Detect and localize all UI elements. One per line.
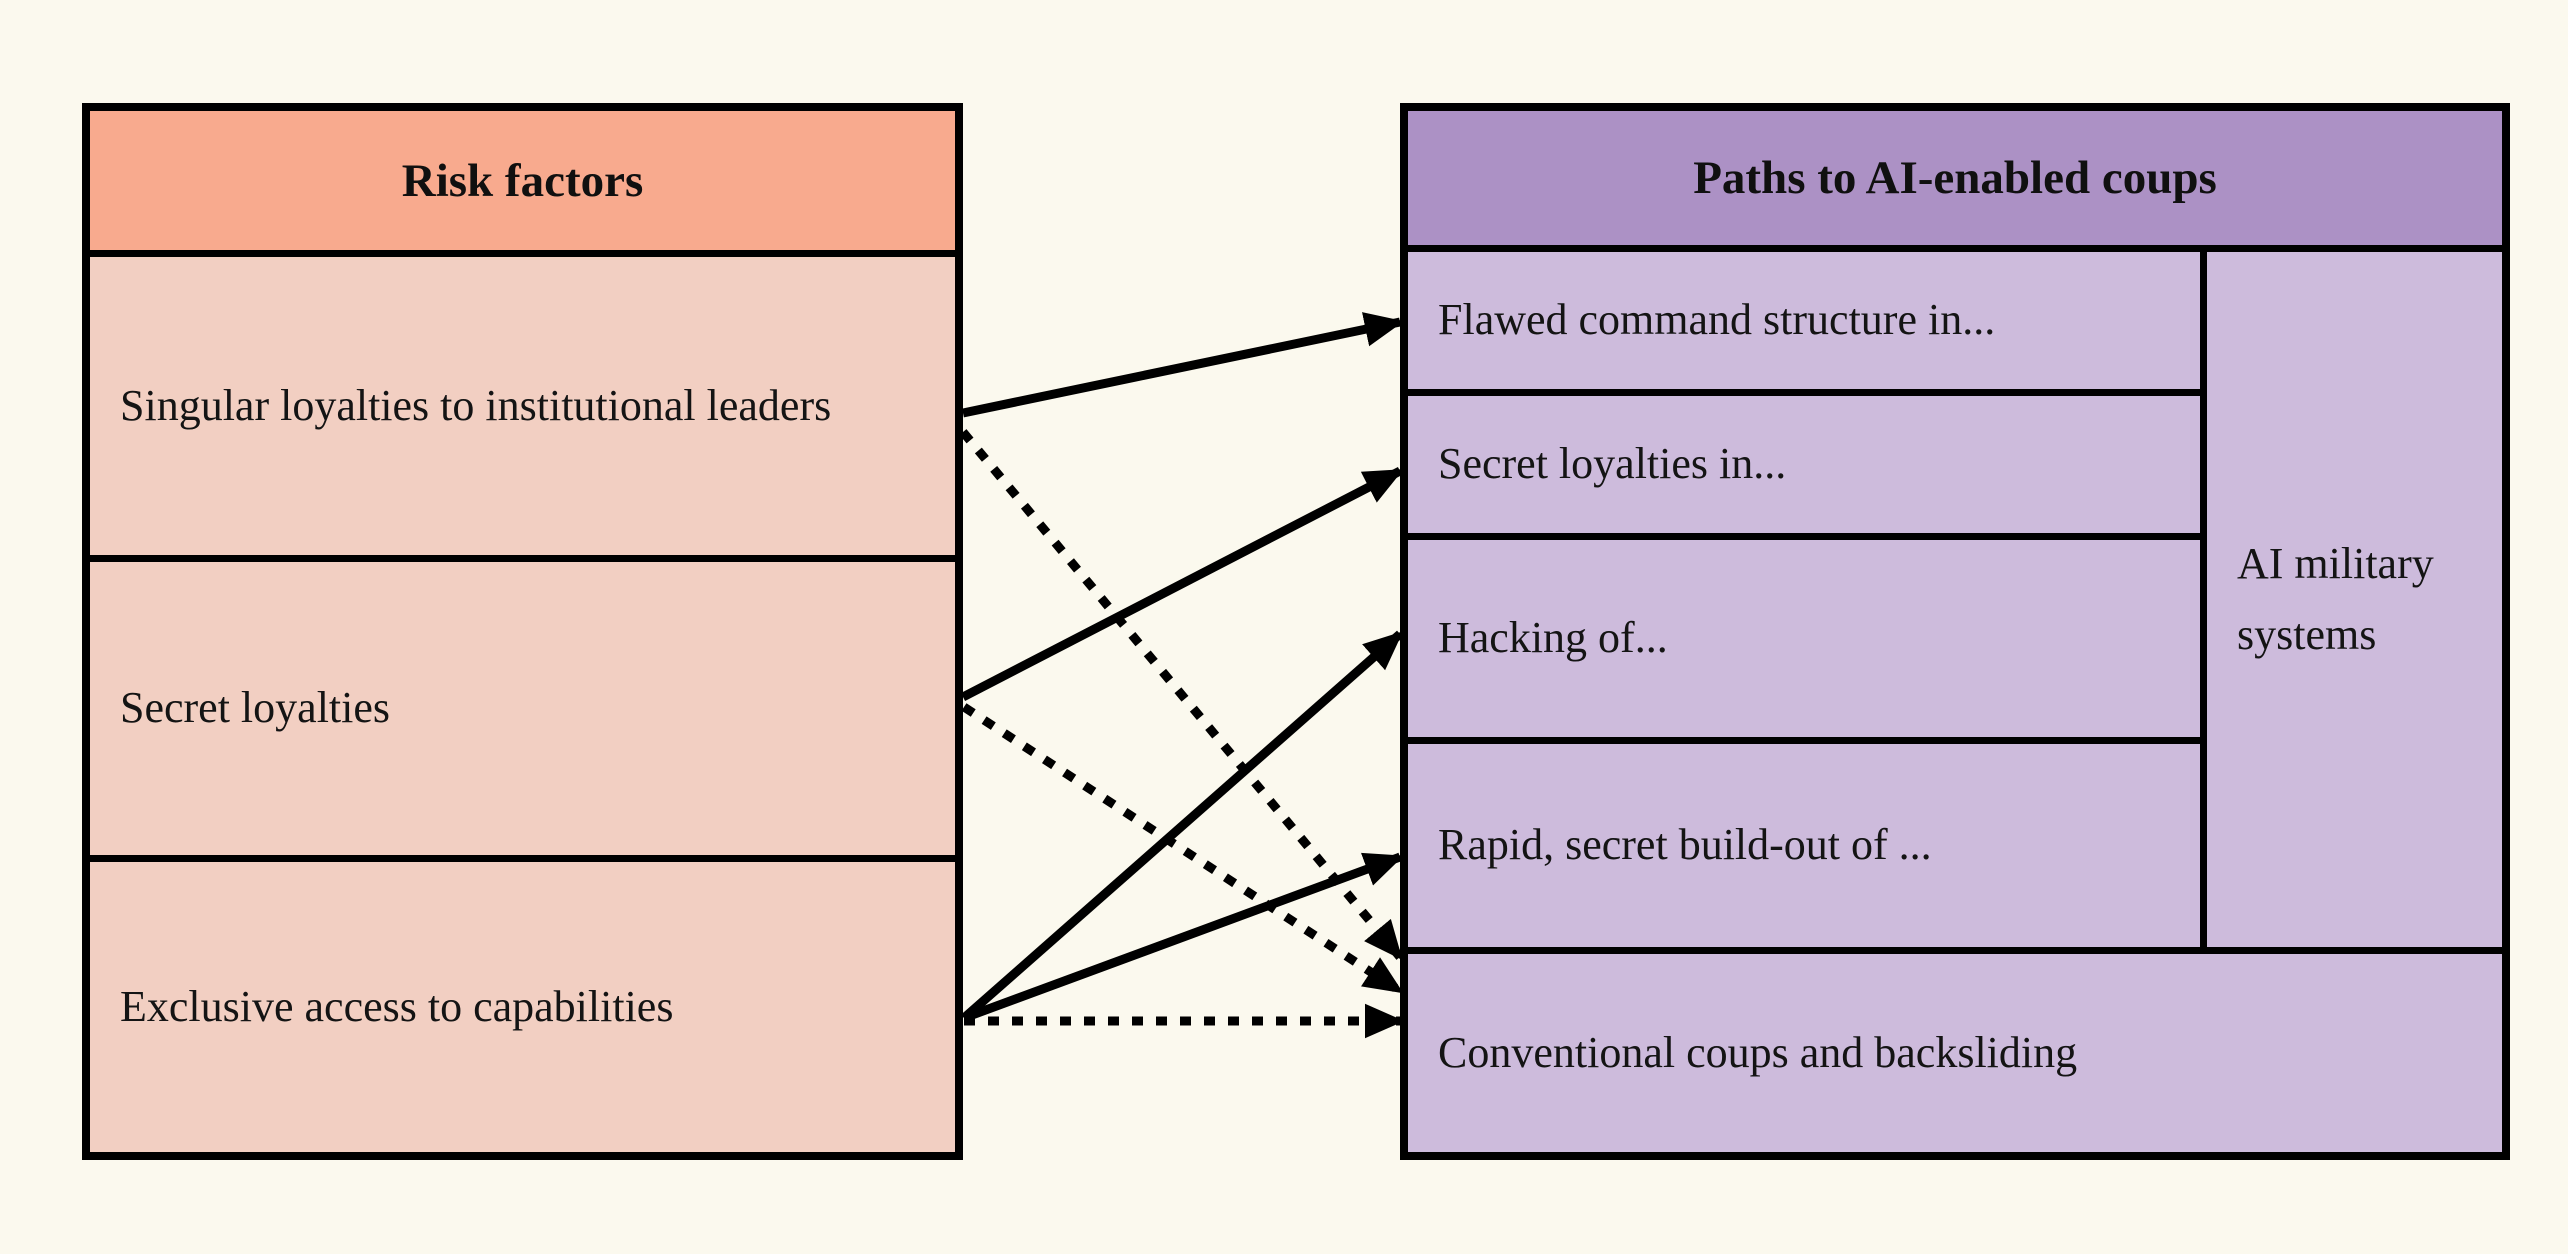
- arrow-secret-loyalties-to-conventional-coups: [961, 703, 1404, 995]
- paths-title: Paths to AI-enabled coups: [1693, 152, 2217, 204]
- paths-header: Paths to AI-enabled coups: [1408, 111, 2502, 245]
- path-item-label: Rapid, secret build-out of ...: [1438, 820, 1932, 870]
- path-item-label: Conventional coups and backsliding: [1438, 1027, 2078, 1077]
- risk-item-singular-loyalties: Singular loyalties to institutional lead…: [90, 257, 955, 555]
- arrow-singular-loyalties-to-conventional-coups: [959, 429, 1404, 961]
- path-item-flawed-command: Flawed command structure in...: [1408, 252, 2200, 389]
- paths-panel: Paths to AI-enabled coups Flawed command…: [1400, 103, 2510, 1160]
- path-item-label: Flawed command structure in...: [1438, 295, 1996, 345]
- path-group-ai-military-systems: AI military systems: [2207, 252, 2502, 947]
- arrow-exclusive-access-to-hacking-of: [961, 630, 1404, 1022]
- arrow-exclusive-access-to-rapid-buildout: [962, 852, 1404, 1023]
- path-group-label: AI military systems: [2237, 539, 2434, 659]
- risk-item-label: Singular loyalties to institutional lead…: [120, 380, 832, 430]
- risk-item-exclusive-access: Exclusive access to capabilities: [90, 862, 955, 1152]
- path-item-conventional-coups: Conventional coups and backsliding: [1408, 954, 2502, 1152]
- risk-factors-header: Risk factors: [90, 111, 955, 250]
- path-item-rapid-buildout: Rapid, secret build-out of ...: [1408, 744, 2200, 947]
- risk-item-label: Exclusive access to capabilities: [120, 981, 674, 1031]
- path-item-label: Hacking of...: [1438, 613, 1668, 663]
- path-item-secret-loyalties-in: Secret loyalties in...: [1408, 396, 2200, 533]
- path-item-label: Secret loyalties in...: [1438, 439, 1787, 489]
- arrow-singular-loyalties-to-flawed-command: [962, 312, 1405, 418]
- risk-item-label: Secret loyalties: [120, 683, 391, 733]
- risk-item-secret-loyalties: Secret loyalties: [90, 562, 955, 855]
- risk-factors-title: Risk factors: [401, 154, 644, 207]
- path-item-hacking-of: Hacking of...: [1408, 540, 2200, 737]
- arrow-secret-loyalties-to-secret-loyalties-in: [960, 467, 1404, 701]
- risk-factors-panel: Risk factors Singular loyalties to insti…: [82, 103, 963, 1160]
